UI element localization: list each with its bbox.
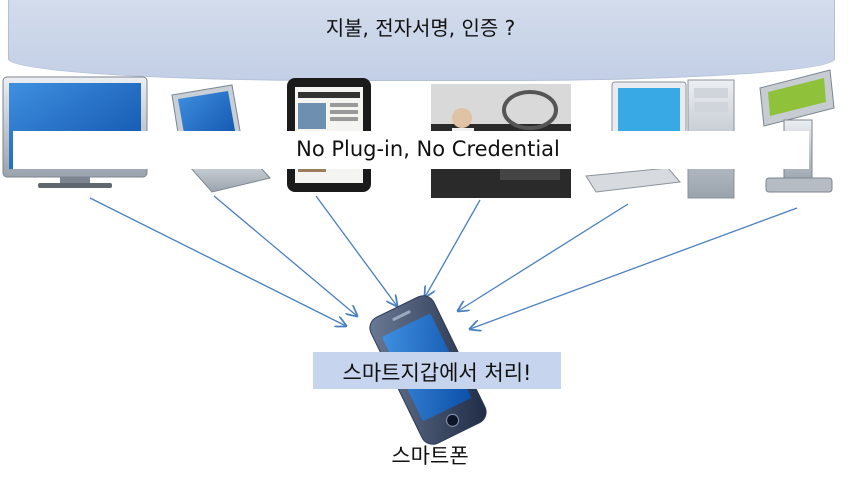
kiosk-icon: [759, 69, 835, 193]
phone-label: 스마트폰: [391, 444, 469, 468]
arrow-kiosk: [470, 207, 798, 329]
arrow-car: [425, 199, 481, 297]
connector-arrows: [89, 195, 798, 329]
credential-band: [13, 131, 809, 169]
arrow-tablet: [315, 195, 397, 306]
arrow-desktop: [458, 203, 629, 311]
wallet-text: 스마트지갑에서 처리!: [342, 361, 532, 385]
arrow-laptop: [213, 195, 357, 316]
credential-text: No Plug-in, No Credential: [296, 137, 560, 161]
banner-title: 지불, 전자서명, 인증 ?: [325, 16, 516, 40]
arrow-tv: [89, 197, 346, 326]
top-banner: [8, 0, 835, 81]
wallet-box: [313, 352, 561, 389]
